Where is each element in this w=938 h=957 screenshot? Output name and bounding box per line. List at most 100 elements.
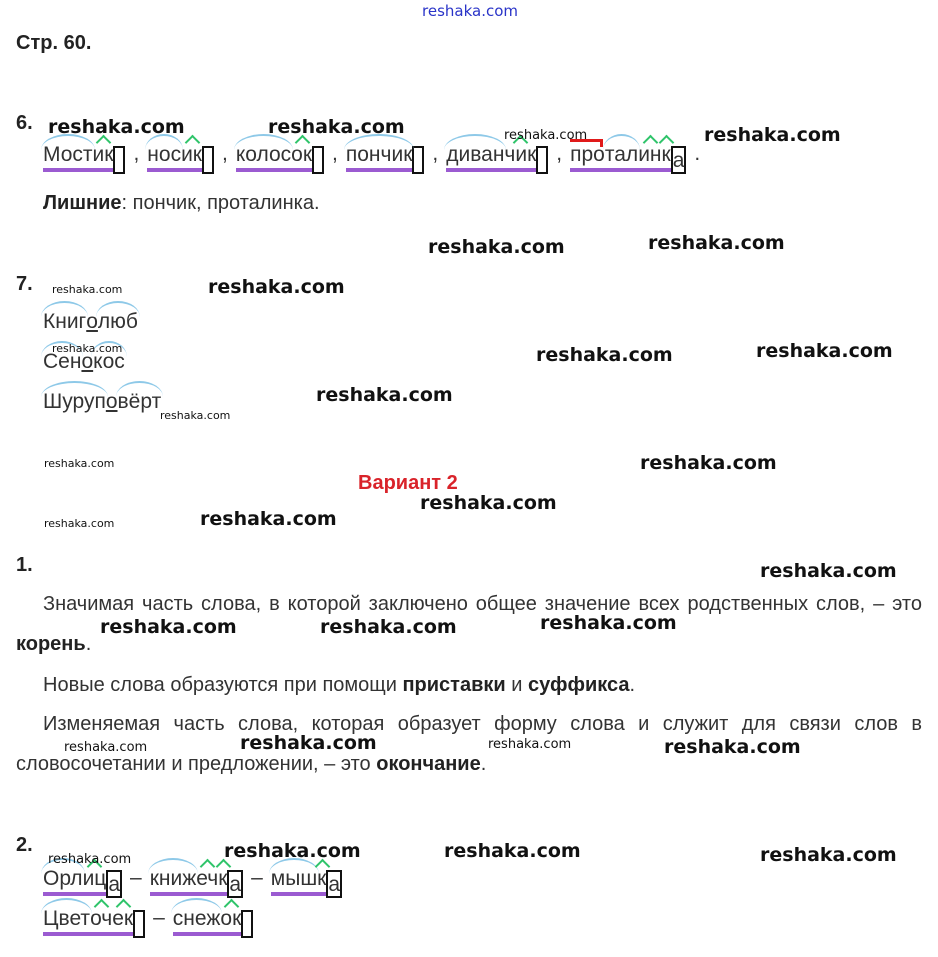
morpheme-root: снеж xyxy=(170,898,222,930)
morpheme-root: тал xyxy=(602,134,641,166)
morpheme-root: Сен xyxy=(40,341,84,373)
watermark: reshaka.com xyxy=(540,612,677,634)
morpheme-root: люб xyxy=(95,301,140,333)
task-6-number: 6. xyxy=(16,112,33,134)
morpheme-suffix: иц xyxy=(82,867,107,890)
separator: , xyxy=(222,142,228,165)
separator: , xyxy=(133,142,140,165)
morpheme-suffix: к xyxy=(218,867,228,890)
watermark: reshaka.com xyxy=(200,508,337,530)
ending-box xyxy=(113,146,126,174)
watermark: reshaka.com xyxy=(160,409,231,422)
morpheme-suffix: ик xyxy=(181,143,202,166)
morpheme-suffix: к xyxy=(661,143,671,166)
text: Значимая часть слова, в которой заключен… xyxy=(43,593,922,615)
morpheme-suffix: ин xyxy=(638,143,662,166)
morpheme-root: книж xyxy=(147,858,198,890)
watermark: reshaka.com xyxy=(224,840,361,862)
morpheme-suffix: ек xyxy=(112,907,134,930)
morpheme-root: Книг xyxy=(40,301,89,333)
morpheme-root: мыш xyxy=(268,858,320,890)
watermark: reshaka.com xyxy=(504,128,588,143)
watermark: reshaka.com xyxy=(48,116,185,138)
morpheme-link: о xyxy=(86,310,98,333)
watermark: reshaka.com xyxy=(444,840,581,862)
text: . xyxy=(480,753,487,775)
watermark: reshaka.com xyxy=(422,2,518,20)
task-1-paragraph-2: Новые слова образуются при помощи приста… xyxy=(16,665,922,705)
watermark: reshaka.com xyxy=(48,852,132,867)
task-2-number: 2. xyxy=(16,834,33,856)
watermark: reshaka.com xyxy=(268,116,405,138)
morpheme-root: диван xyxy=(444,134,507,166)
watermark: reshaka.com xyxy=(760,844,897,866)
morpheme-suffix: ик xyxy=(92,143,114,166)
text: и xyxy=(505,674,528,696)
watermark: reshaka.com xyxy=(316,384,453,406)
answer-prefix: приставки xyxy=(402,674,506,696)
morpheme-root: пончик xyxy=(343,134,414,166)
watermark: reshaka.com xyxy=(64,740,148,755)
watermark: reshaka.com xyxy=(488,737,572,752)
answer-root: корень xyxy=(16,633,86,655)
watermark: reshaka.com xyxy=(428,236,565,258)
answer-ending: окончание xyxy=(376,753,481,775)
morpheme-suffix: ок xyxy=(220,907,242,930)
morpheme-prefix: про xyxy=(570,139,605,166)
word-stem: пончик xyxy=(343,134,414,172)
ending-box: а xyxy=(326,870,343,898)
watermark: reshaka.com xyxy=(756,340,893,362)
ending-box: а xyxy=(227,870,244,898)
morpheme-root: кос xyxy=(91,341,127,373)
separator: , xyxy=(332,142,338,165)
separator: – xyxy=(251,866,263,889)
morpheme-root: Цвет xyxy=(40,898,93,930)
task-7-number: 7. xyxy=(16,273,33,295)
watermark: reshaka.com xyxy=(420,492,557,514)
watermark: reshaka.com xyxy=(648,232,785,254)
page-title: Стр. 60. xyxy=(16,32,92,54)
morpheme-suffix: чик xyxy=(504,143,537,166)
watermark: reshaka.com xyxy=(240,732,377,754)
ending-box xyxy=(312,146,325,174)
ending-box xyxy=(241,910,254,938)
watermark: reshaka.com xyxy=(44,517,115,530)
separator: , xyxy=(556,142,563,165)
watermark: reshaka.com xyxy=(52,342,123,355)
morpheme-word: пончик xyxy=(343,134,425,174)
text: Новые слова образуются при помощи xyxy=(43,674,403,696)
watermark: reshaka.com xyxy=(704,124,841,146)
answer-suffix: суффикса xyxy=(528,674,630,696)
ending-box xyxy=(412,146,425,174)
task-6-answer: Лишние: пончик, проталинка. xyxy=(43,192,320,215)
watermark: reshaka.com xyxy=(100,616,237,638)
text: Изменяемая часть слова, которая образует… xyxy=(16,713,922,775)
morpheme-root: Орл xyxy=(41,858,85,890)
separator: – xyxy=(153,906,165,929)
separator: , xyxy=(432,142,439,165)
extra-text: : пончик, проталинка. xyxy=(121,192,320,214)
morpheme-suffix: ок xyxy=(291,143,313,166)
